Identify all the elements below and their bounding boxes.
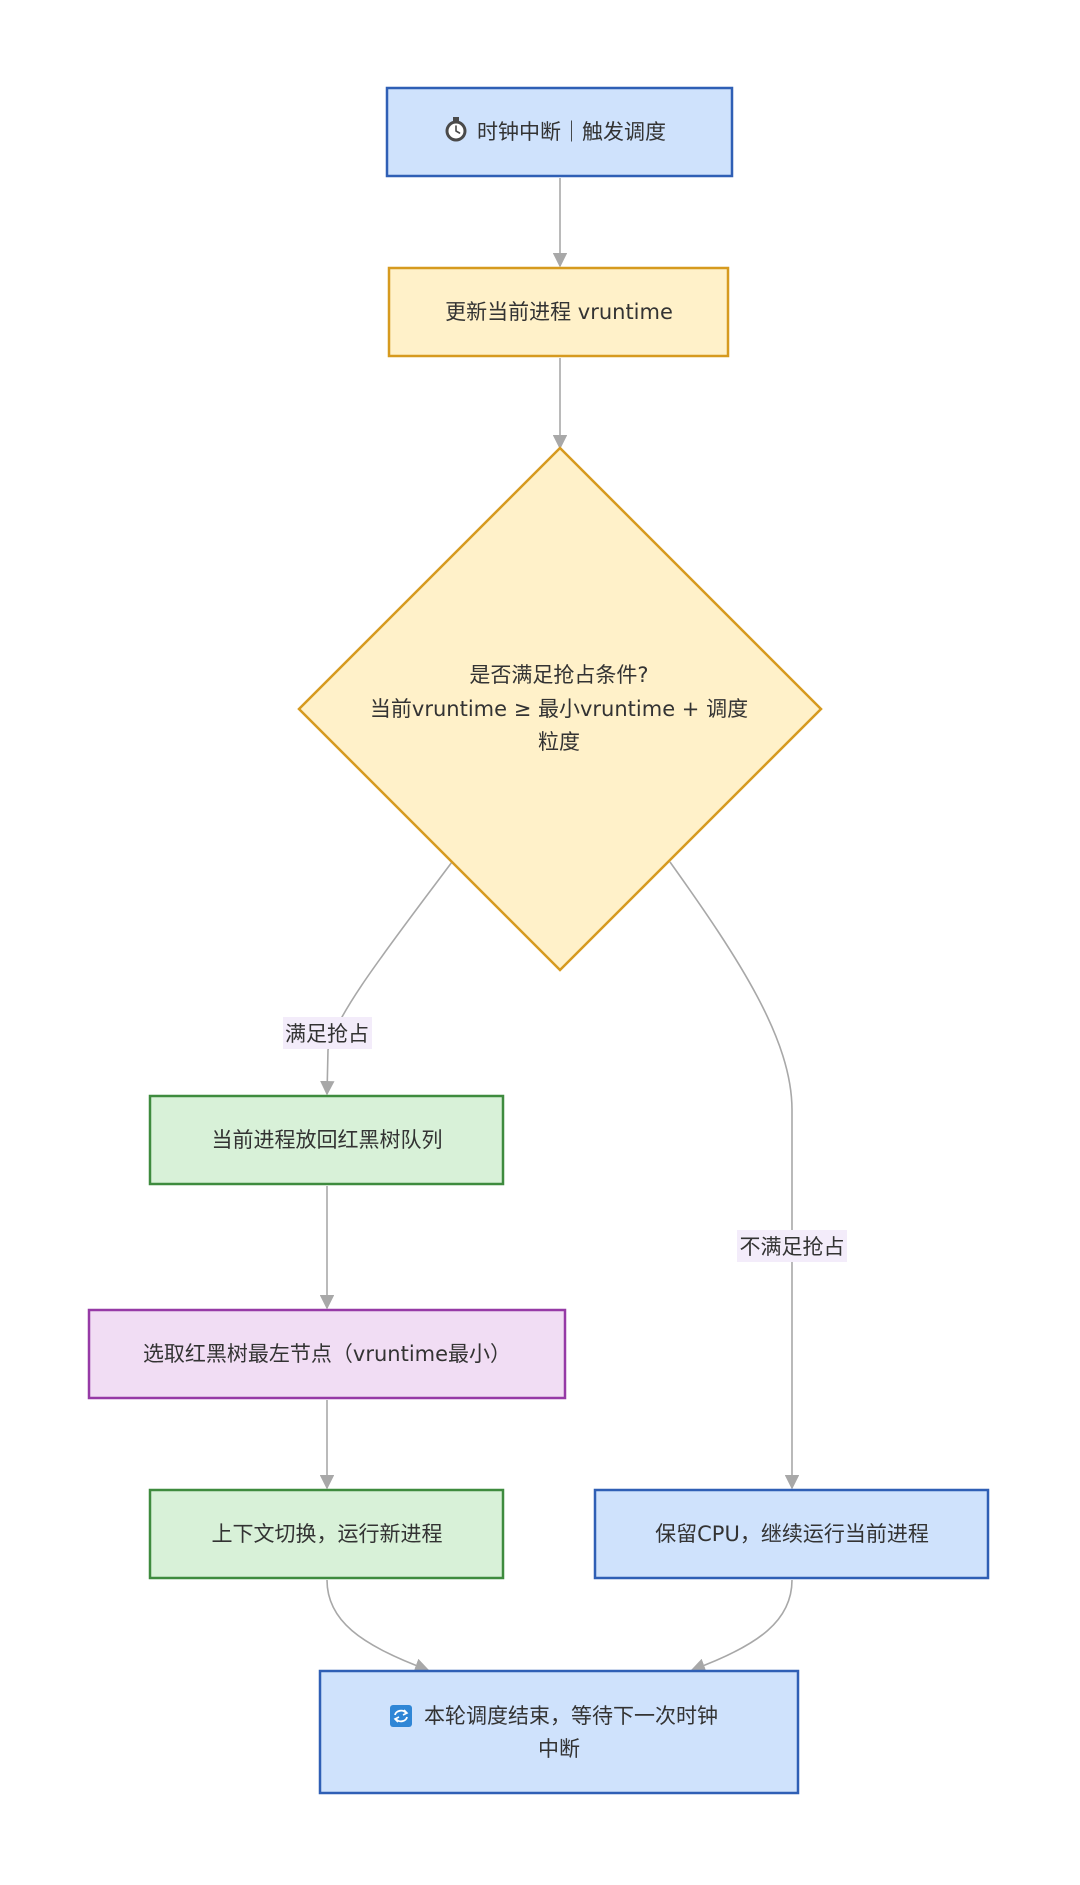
node-preempt-decision-line1: 是否满足抢占条件? — [469, 663, 648, 687]
node-preempt-decision: 是否满足抢占条件? 当前vruntime ≥ 最小vruntime + 调度 粒… — [297, 446, 823, 972]
node-clock-interrupt-label: 时钟中断｜触发调度 — [477, 120, 666, 144]
node-pick-leftmost: 选取红黑树最左节点（vruntime最小） — [87, 1308, 567, 1400]
node-preempt-decision-line2: 当前vruntime ≥ 最小vruntime + 调度 — [370, 697, 748, 721]
node-keep-cpu: 保留CPU，继续运行当前进程 — [593, 1488, 990, 1580]
node-keep-cpu-label: 保留CPU，继续运行当前进程 — [655, 1522, 929, 1546]
node-keep-cpu-box — [593, 1488, 990, 1580]
repeat-icon — [390, 1705, 412, 1727]
edge-label-yes-bg — [283, 1017, 372, 1049]
edge-label-yes-text: 满足抢占 — [285, 1022, 369, 1046]
edge-switch-to-end — [326, 1579, 430, 1673]
node-preempt-decision-line3: 粒度 — [538, 730, 580, 754]
node-round-end-box — [318, 1669, 800, 1795]
edge-keep-to-end — [690, 1579, 793, 1673]
node-put-back-label: 当前进程放回红黑树队列 — [212, 1128, 443, 1152]
node-update-vruntime-box — [387, 266, 730, 358]
stopwatch-icon — [445, 117, 467, 142]
node-update-vruntime: 更新当前进程 vruntime — [387, 266, 730, 358]
node-put-back-box — [148, 1094, 505, 1186]
node-round-end-line1: 本轮调度结束，等待下一次时钟 — [424, 1704, 718, 1728]
node-pick-leftmost-label: 选取红黑树最左节点（vruntime最小） — [143, 1342, 511, 1366]
node-preempt-decision-diamond — [297, 446, 823, 972]
node-round-end-line2: 中断 — [538, 1737, 580, 1761]
node-update-vruntime-label: 更新当前进程 vruntime — [445, 300, 673, 324]
node-context-switch-label: 上下文切换，运行新进程 — [212, 1522, 443, 1546]
node-clock-interrupt: 时钟中断｜触发调度 — [385, 86, 734, 178]
edges — [319, 178, 800, 1673]
node-context-switch-box — [148, 1488, 505, 1580]
node-round-end: 本轮调度结束，等待下一次时钟 中断 — [318, 1669, 800, 1795]
node-clock-interrupt-box — [385, 86, 734, 178]
edge-label-no-text: 不满足抢占 — [740, 1235, 845, 1259]
edge-decision-yes — [320, 861, 453, 1096]
edge-label-no: 不满足抢占 — [737, 1230, 847, 1262]
edge-label-yes: 满足抢占 — [283, 1017, 372, 1049]
node-context-switch: 上下文切换，运行新进程 — [148, 1488, 505, 1580]
edge-label-no-bg — [737, 1230, 847, 1262]
node-pick-leftmost-box — [87, 1308, 567, 1400]
edge-decision-no — [669, 861, 800, 1490]
node-put-back: 当前进程放回红黑树队列 — [148, 1094, 505, 1186]
